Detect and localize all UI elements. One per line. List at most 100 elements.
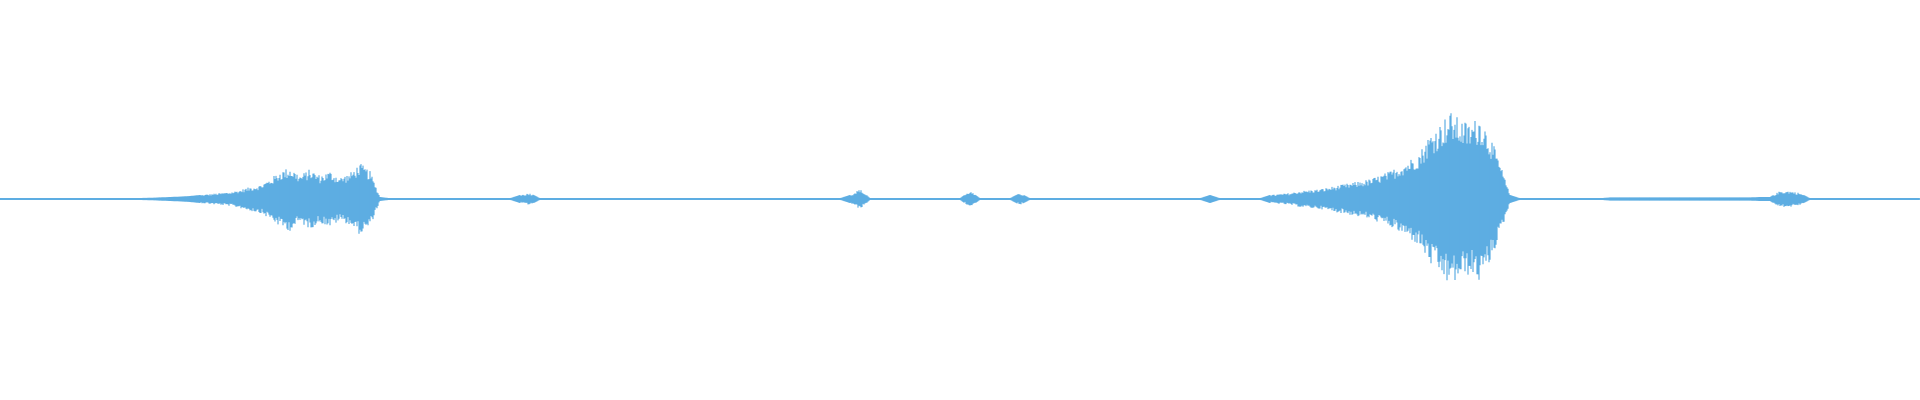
waveform-segment <box>899 198 910 200</box>
waveform-segment <box>229 191 240 207</box>
waveform-segment <box>1439 119 1450 281</box>
waveform-segment <box>539 198 550 200</box>
waveform-segment <box>1219 198 1230 200</box>
waveform-segment <box>1409 157 1420 243</box>
waveform-segment <box>89 198 100 200</box>
waveform-segment <box>329 172 340 226</box>
waveform-segment <box>1739 197 1750 201</box>
waveform-segment <box>359 164 370 232</box>
waveform-segment <box>399 198 410 200</box>
waveform-segment <box>879 198 890 200</box>
waveform-segment <box>499 198 510 200</box>
waveform-segment <box>179 196 190 202</box>
waveform-segment <box>1459 122 1470 275</box>
waveform-segment <box>1799 194 1810 205</box>
waveform-segment <box>1299 190 1310 207</box>
waveform-segment <box>1519 198 1530 200</box>
waveform-segment <box>1719 197 1730 201</box>
waveform-segment <box>209 193 220 205</box>
waveform-segment <box>939 198 950 200</box>
waveform-segment <box>1239 198 1250 200</box>
waveform-segment <box>1269 194 1280 204</box>
waveform-segment <box>699 198 710 200</box>
waveform-segment <box>1659 197 1670 201</box>
waveform-segment <box>59 198 70 200</box>
waveform-segment <box>1779 191 1790 207</box>
waveform-segment <box>1789 191 1800 207</box>
waveform-segment <box>1689 197 1700 201</box>
waveform-segment <box>1159 198 1170 200</box>
waveform-segment <box>1319 188 1330 210</box>
waveform-segment <box>729 198 740 200</box>
waveform-segment <box>449 198 460 200</box>
waveform-segment <box>1009 194 1020 204</box>
waveform-segment <box>469 198 480 200</box>
waveform-segment <box>749 198 760 200</box>
waveform-segment <box>739 198 750 200</box>
waveform-segment <box>1629 197 1640 201</box>
waveform-segment <box>849 190 860 208</box>
waveform-segment <box>609 198 620 200</box>
waveform-segment <box>1709 197 1720 201</box>
waveform-segment <box>1349 182 1360 217</box>
waveform-segment <box>369 171 380 222</box>
waveform-segment <box>1479 126 1490 266</box>
waveform-segment <box>809 198 820 200</box>
waveform-segment <box>1179 198 1190 200</box>
waveform-segment <box>559 198 570 200</box>
waveform-segment <box>659 198 670 200</box>
waveform-segment <box>69 198 80 200</box>
waveform-segment <box>249 186 260 212</box>
waveform-segment <box>1899 198 1910 200</box>
waveform-segment <box>1359 179 1370 218</box>
waveform-segment <box>1199 195 1210 203</box>
waveform-segment <box>1859 198 1870 200</box>
waveform-segment <box>779 198 790 200</box>
waveform-segment <box>519 193 530 205</box>
waveform-segment <box>349 167 360 234</box>
waveform-segment <box>629 198 640 200</box>
waveform-segment <box>1399 165 1410 232</box>
waveform-segment <box>669 198 680 200</box>
waveform-segment <box>1259 195 1270 203</box>
waveform-segment <box>109 198 120 200</box>
waveform-segment <box>299 169 310 228</box>
waveform-segment <box>1069 198 1080 200</box>
waveform-segment <box>119 198 130 200</box>
waveform-segment <box>139 197 150 201</box>
waveform-segment <box>1129 198 1140 200</box>
waveform-segment <box>709 198 720 200</box>
waveform-segment <box>19 198 30 200</box>
waveform-segment <box>1599 197 1610 201</box>
waveform-segment <box>1879 198 1890 200</box>
waveform-segment <box>0 198 10 200</box>
waveform-segment <box>1049 198 1060 200</box>
waveform-segment <box>1579 198 1590 200</box>
waveform-segment <box>529 193 540 204</box>
waveform-segment <box>409 198 420 200</box>
waveform-segment <box>1749 197 1760 201</box>
waveform-segment <box>1809 198 1820 200</box>
waveform-segment <box>1829 198 1840 200</box>
waveform-segment <box>1649 197 1660 201</box>
waveform-segment <box>1209 195 1220 203</box>
waveform-segment <box>1109 198 1120 200</box>
waveform-segment <box>39 198 50 200</box>
waveform-segment <box>1369 176 1380 222</box>
waveform-segment <box>889 198 900 200</box>
waveform-segment <box>1549 198 1560 200</box>
waveform-segment <box>339 176 350 224</box>
waveform-segment <box>149 197 160 201</box>
waveform-segment <box>949 198 960 200</box>
waveform-segment <box>1679 197 1690 201</box>
waveform-segment <box>1609 197 1620 201</box>
waveform-segment <box>1669 197 1680 201</box>
waveform-segment <box>1759 197 1770 201</box>
waveform-segment <box>599 198 610 200</box>
waveform-segment <box>1169 198 1180 200</box>
waveform-segment <box>1309 189 1320 209</box>
waveform-segment <box>29 198 40 200</box>
waveform-segment <box>1429 133 1440 268</box>
waveform-segment <box>1509 195 1520 203</box>
